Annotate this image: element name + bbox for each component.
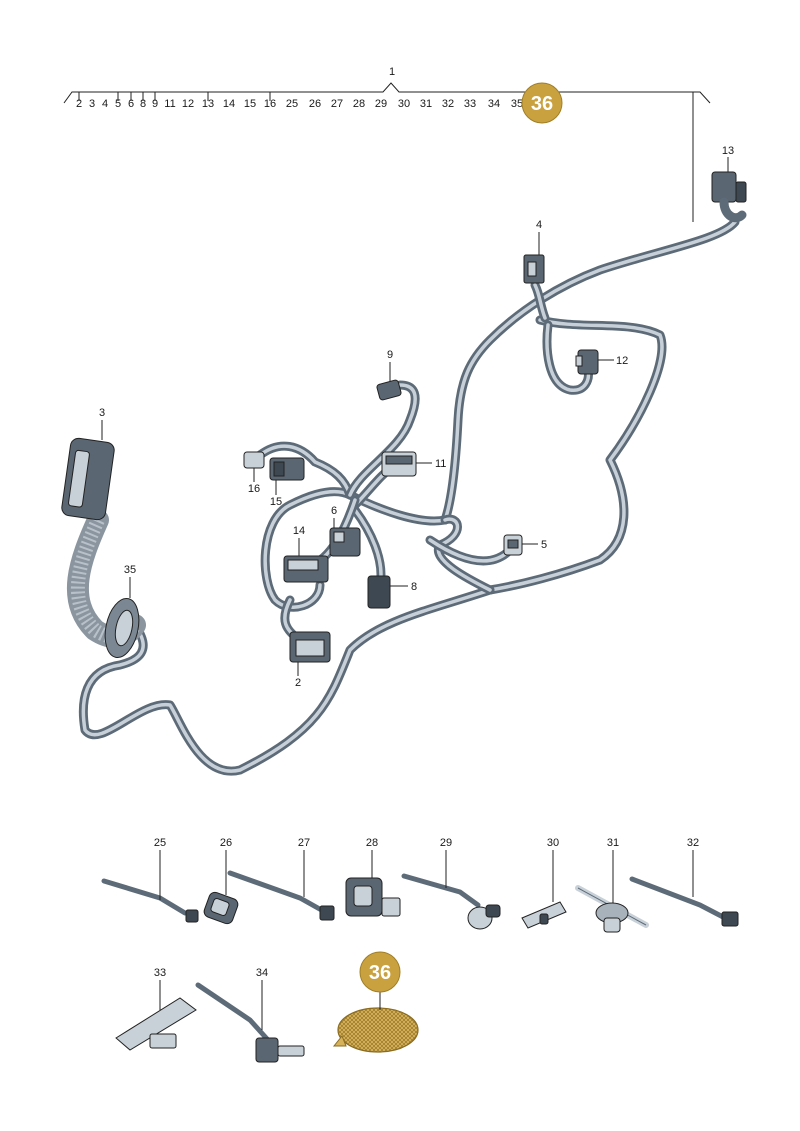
header-bracket — [63, 82, 711, 104]
index-number-29: 29 — [375, 98, 387, 110]
label-25: 25 — [154, 837, 166, 849]
index-number-34: 34 — [488, 98, 500, 110]
accessory-32: 32 — [629, 837, 739, 927]
index-number-27: 27 — [331, 98, 343, 110]
label-5: 5 — [541, 539, 547, 551]
index-number-16: 16 — [264, 98, 276, 110]
highlight-badge-bottom-number: 36 — [369, 962, 391, 984]
connector-14: 14 — [283, 525, 329, 583]
accessory-25: 25 — [101, 837, 199, 923]
connector-8: 8 — [367, 575, 417, 609]
accessory-34: 34 — [195, 967, 305, 1063]
label-14: 14 — [293, 525, 305, 537]
connector-11: 11 — [381, 451, 446, 477]
accessory-33: 33 — [115, 967, 197, 1051]
index-number-8: 8 — [140, 98, 146, 110]
label-28: 28 — [366, 837, 378, 849]
index-number-4: 4 — [102, 98, 108, 110]
index-number-2: 2 — [76, 98, 82, 110]
index-number-6: 6 — [128, 98, 134, 110]
index-number-13: 13 — [202, 98, 214, 110]
index-number-9: 9 — [152, 98, 158, 110]
index-number-11: 11 — [164, 98, 175, 110]
label-11: 11 — [435, 458, 446, 470]
label-8: 8 — [411, 581, 417, 593]
highlight-badge-top-number: 36 — [531, 93, 553, 115]
main-harness — [78, 217, 740, 776]
highlight-badge-top: 36 — [521, 82, 563, 124]
index-number-32: 32 — [442, 98, 454, 110]
accessory-31: 31 — [575, 837, 649, 933]
index-number-3: 3 — [89, 98, 95, 110]
label-13: 13 — [722, 145, 734, 157]
accessory-26: 26 — [203, 837, 239, 925]
connector-13: 13 — [711, 145, 747, 223]
accessory-27: 27 — [227, 837, 335, 921]
label-12: 12 — [616, 355, 628, 367]
label-34: 34 — [256, 967, 268, 979]
connector-16: 16 — [243, 451, 265, 495]
accessory-29: 29 — [401, 837, 501, 930]
label-2: 2 — [295, 677, 301, 689]
connector-6: 6 — [329, 505, 361, 557]
header-top-label: 1 — [389, 66, 395, 78]
label-29: 29 — [440, 837, 452, 849]
connector-4: 4 — [523, 219, 545, 284]
index-number-15: 15 — [244, 98, 256, 110]
index-number-5: 5 — [115, 98, 121, 110]
label-16: 16 — [248, 483, 260, 495]
label-6: 6 — [331, 505, 337, 517]
connector-15: 15 — [269, 457, 305, 508]
index-number-25: 25 — [286, 98, 298, 110]
accessory-36-mesh-pad: 36 — [332, 951, 419, 1053]
index-number-26: 26 — [309, 98, 321, 110]
label-9: 9 — [387, 349, 393, 361]
grommet-35: 35 — [104, 564, 140, 659]
connector-9: 9 — [376, 349, 402, 401]
index-number-35: 35 — [511, 98, 523, 110]
connector-5: 5 — [503, 534, 547, 556]
label-3: 3 — [99, 407, 105, 419]
index-number-31: 31 — [420, 98, 432, 110]
label-4: 4 — [536, 219, 542, 231]
index-number-14: 14 — [223, 98, 235, 110]
accessory-28: 28 — [345, 837, 401, 917]
label-31: 31 — [607, 837, 619, 849]
label-15: 15 — [270, 496, 282, 508]
connector-12: 12 — [575, 349, 628, 375]
connector-2: 2 — [289, 631, 331, 689]
index-number-28: 28 — [353, 98, 365, 110]
index-number-33: 33 — [464, 98, 476, 110]
index-number-30: 30 — [398, 98, 410, 110]
label-33: 33 — [154, 967, 166, 979]
label-30: 30 — [547, 837, 559, 849]
label-35: 35 — [124, 564, 136, 576]
label-32: 32 — [687, 837, 699, 849]
accessory-30: 30 — [521, 837, 567, 929]
label-27: 27 — [298, 837, 310, 849]
index-number-12: 12 — [182, 98, 194, 110]
label-26: 26 — [220, 837, 232, 849]
